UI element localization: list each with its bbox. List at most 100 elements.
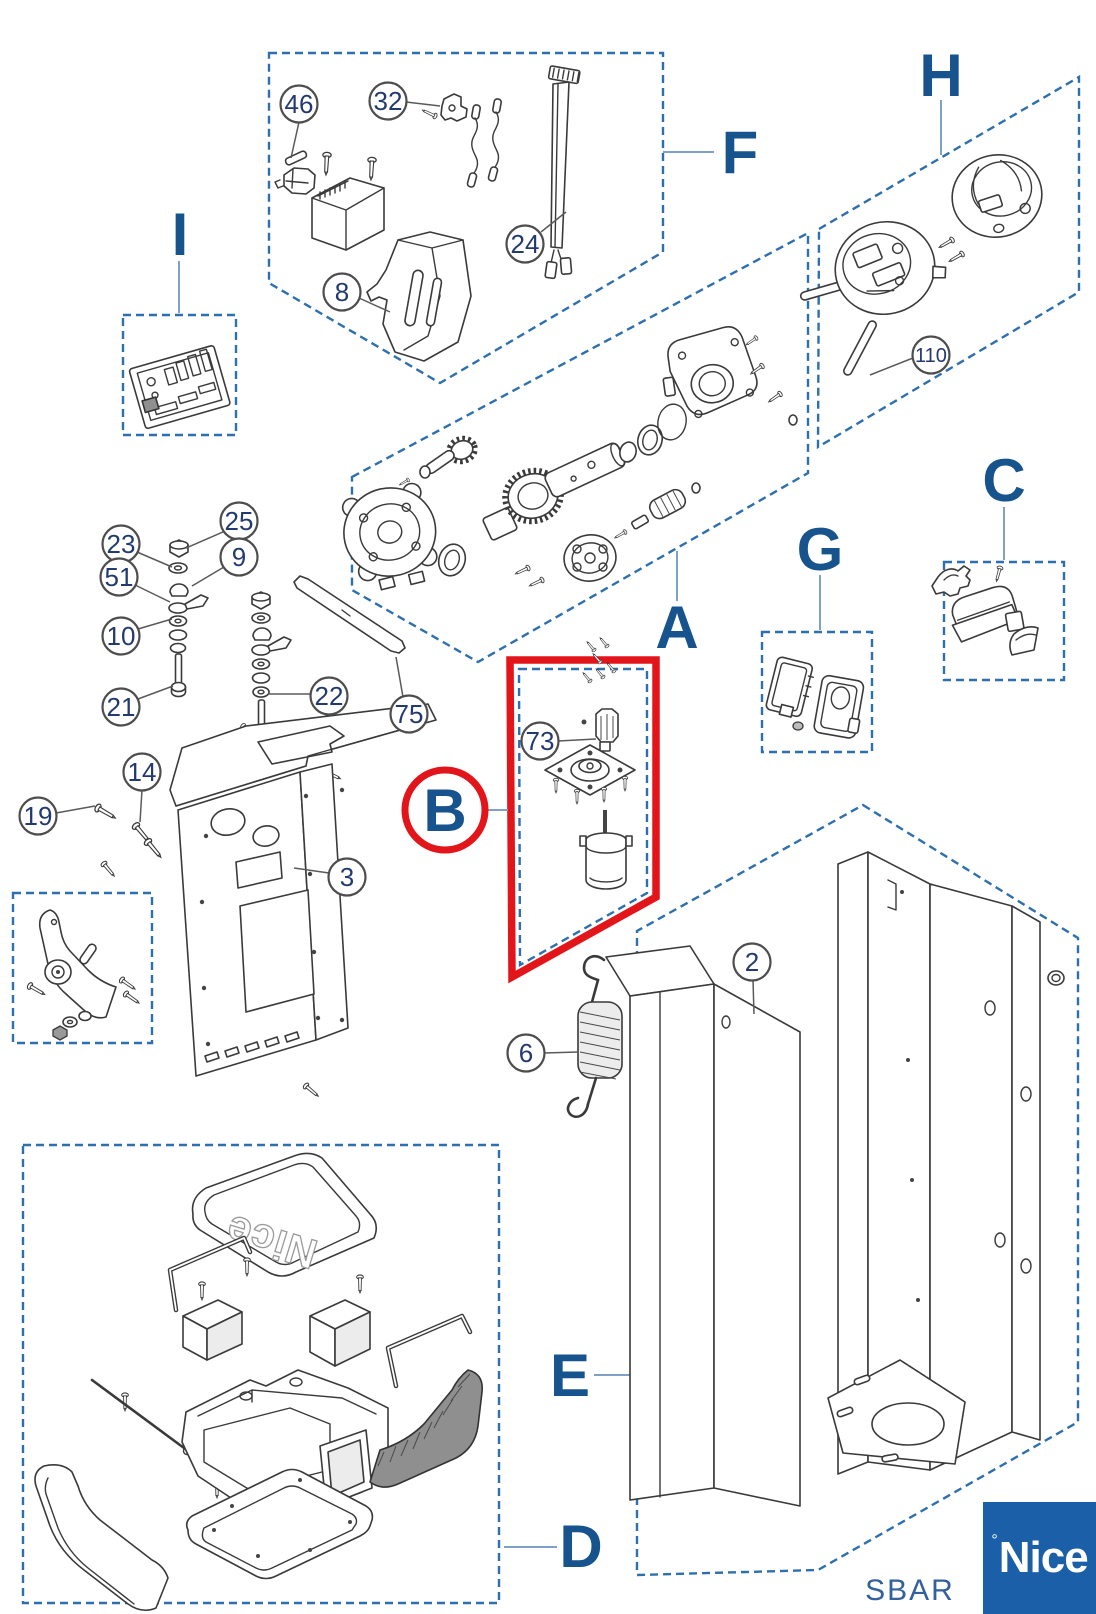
group-label-A[interactable]: A [655, 594, 698, 661]
group-box-D[interactable] [21, 1143, 501, 1605]
gearbox-flange-left [341, 482, 438, 591]
group-box-small [11, 891, 154, 1045]
callout-3[interactable]: 3 [327, 857, 367, 897]
mounting-bracket-part [169, 703, 437, 1077]
rubber-block-left [182, 1299, 243, 1361]
bracket-assembly-parts [92, 539, 437, 1100]
hardware-stack-middle [251, 591, 292, 744]
svg-text:I: I [172, 201, 189, 268]
callout-19[interactable]: 19 [18, 796, 58, 836]
group-box-F[interactable] [267, 51, 665, 385]
callout-9[interactable]: 9 [219, 537, 259, 577]
svg-text:6: 6 [519, 1038, 533, 1068]
group-label-C[interactable]: C [982, 447, 1025, 514]
group-box-H[interactable] [816, 74, 1081, 450]
group-label-E[interactable]: E [550, 1342, 590, 1409]
brand-logo: °Nice [983, 1502, 1096, 1614]
textured-belt-part [369, 1369, 484, 1488]
balance-spring-part [566, 955, 623, 1118]
callout-8[interactable]: 8 [322, 272, 362, 312]
callout-2[interactable]: 2 [732, 942, 772, 982]
group-label-D[interactable]: D [559, 1513, 602, 1580]
group-label-H[interactable]: H [919, 42, 962, 109]
svg-text:2: 2 [745, 947, 759, 977]
brand-name: Nice [998, 1533, 1089, 1582]
group-box-E[interactable] [635, 803, 1080, 1577]
svg-text:110: 110 [915, 345, 947, 367]
callout-75[interactable]: 75 [389, 694, 429, 734]
release-cable-rod [90, 1378, 192, 1456]
transformer-part [311, 177, 385, 251]
svg-text:H: H [919, 42, 962, 109]
hardware-stack-left [168, 539, 209, 698]
callout-14[interactable]: 14 [122, 752, 162, 792]
flat-cable-part [544, 65, 581, 280]
washers-seals-chain [619, 403, 687, 463]
group-I-parts [128, 345, 231, 430]
callout-10[interactable]: 10 [101, 616, 141, 656]
cable-part [466, 98, 502, 188]
svg-text:3: 3 [340, 862, 354, 892]
pin-part [284, 150, 308, 166]
svg-text:22: 22 [315, 681, 344, 711]
callout-6[interactable]: 6 [506, 1033, 546, 1073]
group-box-G[interactable] [760, 630, 874, 754]
brush-plate-assembly [513, 482, 701, 590]
svg-text:D: D [559, 1513, 602, 1580]
svg-text:C: C [982, 447, 1025, 514]
group-label-F[interactable]: F [722, 119, 759, 186]
group-box-B-inner[interactable] [517, 667, 649, 968]
letters-layer: F H I A C G B E D [172, 42, 1026, 1580]
rod-110-part [842, 320, 878, 376]
callout-22[interactable]: 22 [309, 676, 349, 716]
cabinet-post-part [827, 851, 1065, 1475]
group-box-B-highlight[interactable] [506, 656, 660, 984]
photocell-part [951, 585, 1025, 643]
bracket-clip-part [931, 565, 971, 597]
group-F-parts [274, 65, 581, 362]
group-B-parts [544, 635, 636, 890]
svg-text:19: 19 [24, 801, 53, 831]
svg-text:25: 25 [225, 506, 254, 536]
callout-24[interactable]: 24 [505, 224, 545, 264]
u-bracket-wire-2 [385, 1313, 473, 1389]
group-label-B[interactable]: B [401, 766, 489, 854]
callout-leaders [55, 101, 914, 1054]
group-box-C[interactable] [942, 560, 1066, 682]
callout-25[interactable]: 25 [219, 501, 259, 541]
svg-text:A: A [655, 594, 698, 661]
svg-text:24: 24 [511, 229, 540, 259]
product-code: SBAR [865, 1574, 955, 1607]
svg-text:F: F [722, 119, 759, 186]
callout-46[interactable]: 46 [279, 84, 319, 124]
brand-mark: ° [991, 1532, 998, 1549]
group-box-I[interactable] [121, 313, 238, 437]
wedge-part [1009, 626, 1039, 656]
oil-seal-part [437, 543, 467, 577]
clutch-housing-right [951, 154, 1043, 238]
group-H-parts [799, 154, 1043, 376]
capacitor-part [274, 167, 316, 195]
svg-text:14: 14 [128, 757, 157, 787]
lock-cover-part [813, 674, 865, 739]
callout-23[interactable]: 23 [101, 524, 141, 564]
main-gear-part [482, 442, 626, 541]
group-box-A[interactable] [350, 230, 810, 664]
callout-73[interactable]: 73 [520, 721, 560, 761]
svg-text:8: 8 [335, 277, 349, 307]
svg-text:21: 21 [107, 692, 136, 722]
rod-75-part [293, 575, 406, 654]
lid-part: Nice [191, 1152, 378, 1279]
svg-text:E: E [550, 1342, 590, 1409]
callout-51[interactable]: 51 [99, 557, 139, 597]
group-label-G[interactable]: G [797, 516, 844, 583]
callout-21[interactable]: 21 [101, 687, 141, 727]
callout-32[interactable]: 32 [368, 81, 408, 121]
callout-110[interactable]: 110 [911, 335, 951, 375]
letter-connectors [178, 100, 1005, 1548]
brush-holder-part [581, 708, 619, 752]
gearbox-housing-right [662, 326, 758, 419]
group-label-I[interactable]: I [172, 201, 189, 268]
